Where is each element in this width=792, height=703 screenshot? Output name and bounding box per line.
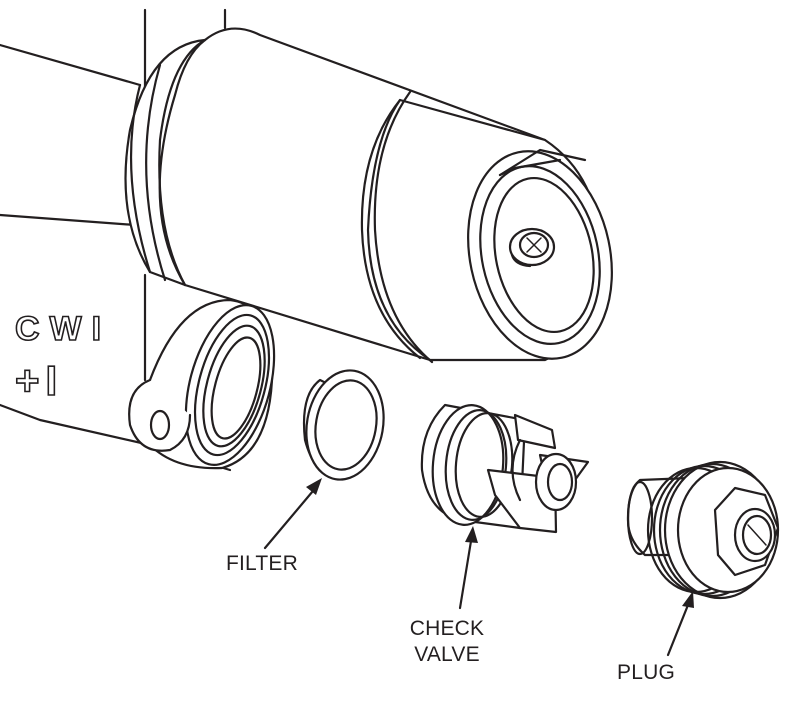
body-marking-line2: +I (15, 357, 63, 404)
filter-label-text: FILTER (226, 552, 298, 575)
filter-label: FILTER (220, 551, 304, 577)
port-fitting (128, 298, 276, 470)
filter-leader (263, 483, 320, 550)
body-marking: CWI +I (14, 309, 111, 405)
body-marking-line1: CWI (15, 310, 111, 348)
screw-icon (508, 227, 556, 268)
plug-part (626, 460, 780, 600)
plug-leader (666, 598, 692, 657)
check-valve-label-line1: CHECK (409, 617, 485, 640)
plug-label-text: PLUG (617, 661, 675, 684)
leader-arrows (263, 478, 694, 657)
plug-arrowhead (682, 591, 694, 608)
check-valve-leader (458, 533, 474, 610)
check-valve-part (420, 403, 590, 534)
valve-cylinder (124, 27, 613, 364)
check-valve-arrowhead (465, 526, 478, 543)
check-valve-label: CHECK VALVE (405, 616, 489, 668)
check-valve-label-line2: VALVE (414, 643, 480, 666)
filter-part (302, 369, 385, 481)
filter-arrowhead (306, 478, 322, 495)
plug-label: PLUG (604, 660, 688, 686)
